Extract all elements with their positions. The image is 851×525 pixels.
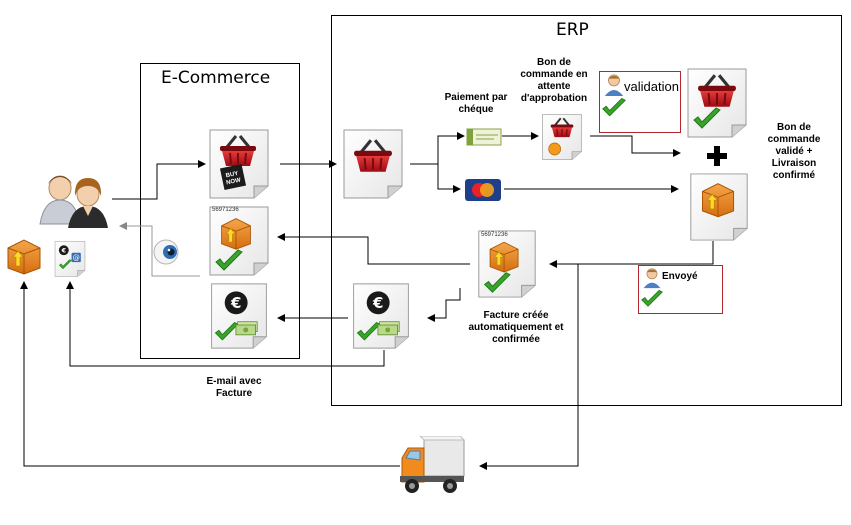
credit-card-icon [464, 178, 502, 202]
basket-buy-now-icon: BUY NOW [208, 128, 270, 200]
erp-frame [331, 15, 842, 406]
basket-document-icon [342, 128, 404, 200]
shipment-number: 56971236 [212, 207, 239, 213]
flow-shipment-to-invoice [427, 288, 461, 322]
flow-basket-to-cheque [410, 132, 465, 165]
flow-customer-to-ecom [112, 160, 206, 200]
erp-shipment-number: 56971236 [481, 232, 508, 238]
erp-title: ERP [552, 20, 593, 40]
svg-text:@: @ [73, 253, 80, 262]
customers-icon [38, 166, 112, 228]
ecommerce-frame [140, 63, 300, 359]
cheque-payment-label: Paiement par chéque [444, 92, 508, 115]
flow-pending-to-plus [590, 135, 681, 157]
validated-basket-icon [686, 67, 748, 139]
delivery-truck-icon [398, 435, 468, 496]
sent-label: Envoyé [662, 271, 698, 282]
validation-box [599, 71, 681, 133]
flow-eye-to-customer [119, 222, 200, 277]
erp-invoice-icon [350, 282, 412, 350]
flow-erp-to-truck [479, 264, 579, 470]
validation-label: validation [624, 79, 679, 94]
package-document-icon [688, 172, 750, 242]
cheque-icon [466, 127, 502, 147]
pending-basket-icon [541, 113, 583, 161]
email-invoice-label: E-mail avec Facture [206, 376, 262, 399]
plus-icon [706, 145, 728, 167]
erp-shipment-document-icon: 56971236 [476, 229, 538, 299]
email-invoice-icon: @ [54, 240, 86, 278]
ecommerce-title: E-Commerce [157, 68, 275, 88]
flow-truck-to-package [20, 281, 400, 467]
eye-icon [152, 238, 180, 266]
flow-basket-to-card [437, 164, 461, 193]
invoice-paid-icon [208, 282, 270, 350]
flow-shipment-to-ecom [277, 233, 470, 265]
flow-validated-to-sent [549, 241, 714, 268]
invoice-created-label: Facture créée automatiquement et confirm… [468, 310, 564, 345]
flow-invoice-to-email [66, 281, 385, 367]
validated-label: Bon de commande validé + Livraison confi… [767, 122, 821, 181]
user-sent-icon [640, 267, 664, 311]
shipment-document-icon: 56971236 [208, 205, 270, 277]
pending-order-label: Bon de commande en attente d'approbation [520, 57, 588, 104]
package-icon [4, 236, 44, 276]
